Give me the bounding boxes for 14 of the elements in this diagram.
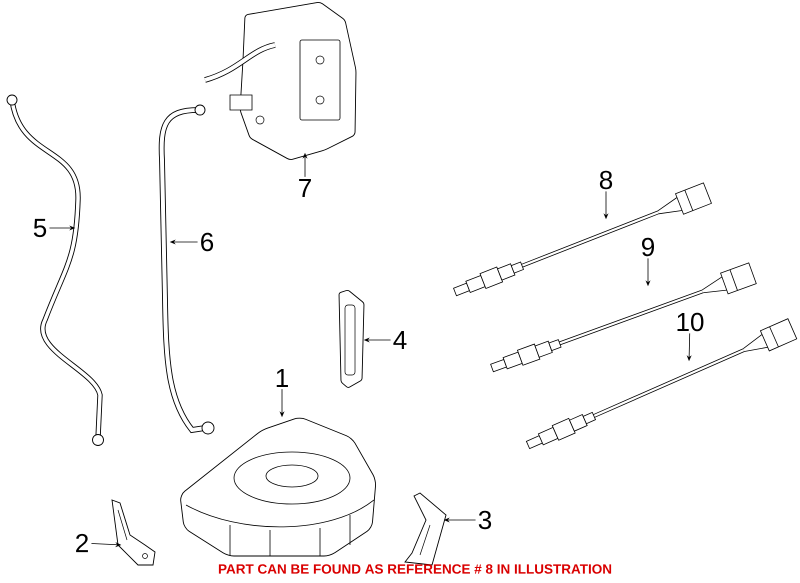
bracket-drawing	[338, 290, 364, 388]
canister-drawing	[180, 418, 376, 556]
sensor-drawing	[490, 262, 757, 372]
callout-number: 7	[299, 179, 311, 197]
callout-number: 2	[76, 534, 88, 552]
caption: PART CAN BE FOUND AS REFERENCE # 8 IN ILLUSTRATION	[218, 564, 612, 574]
valve-drawing	[204, 2, 356, 160]
bracket-drawing	[404, 492, 447, 566]
hose-drawing	[158, 104, 214, 434]
callout-number: 1	[276, 369, 288, 387]
callout-number: 3	[478, 510, 492, 530]
hose-drawing	[6, 94, 104, 446]
callout-number: 8	[600, 170, 612, 190]
callout-number: 4	[393, 331, 406, 349]
